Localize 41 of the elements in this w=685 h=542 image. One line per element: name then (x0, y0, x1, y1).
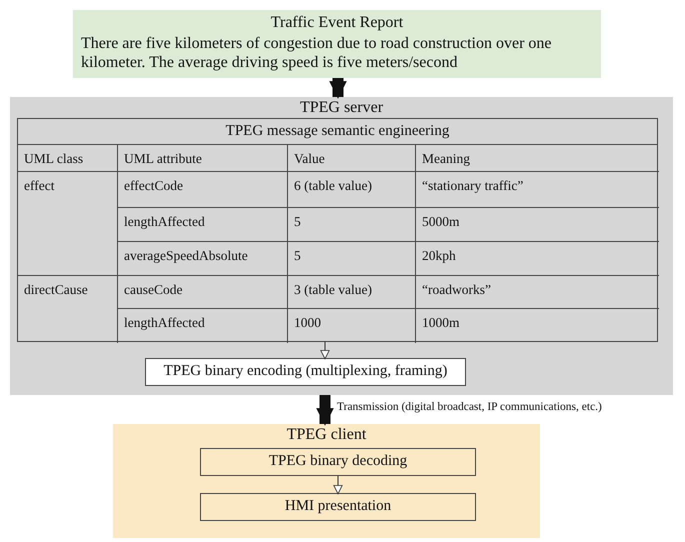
table-cell: effectCode (118, 172, 288, 208)
table-cell: 5000m (416, 208, 659, 242)
table-cell: “roadworks” (416, 276, 659, 309)
table (17, 118, 658, 342)
arrow (333, 476, 343, 494)
table-cell: “stationary traffic” (416, 172, 659, 208)
table-cell: averageSpeedAbsolute (118, 242, 288, 276)
edge-label: Transmission (digital broadcast, IP communications, etc.) (337, 400, 602, 412)
table-cell: 5 (288, 242, 416, 276)
process-box (73, 10, 601, 78)
table-cell: effect (18, 172, 118, 276)
column-header: UML attribute (118, 145, 288, 172)
box-label: TPEG binary decoding (268, 453, 408, 470)
block-arrow (329, 78, 347, 99)
heading: Traffic Event Report (270, 14, 404, 32)
box-label: HMI presentation (284, 498, 392, 515)
process-box (145, 358, 466, 386)
table-cell: lengthAffected (118, 208, 288, 242)
heading: TPEG server (298, 99, 384, 117)
column-header: Meaning (416, 145, 659, 172)
heading: TPEG client (286, 426, 368, 444)
description-text: There are five kilometers of congestion due to road construction over one kilometer. The average driving speed is five meters/second (81, 34, 552, 72)
block-arrow (316, 395, 334, 426)
table-cell: 20kph (416, 242, 659, 276)
process-box (200, 493, 476, 521)
table-cell: 5 (288, 208, 416, 242)
heading: TPEG message semantic engineering (18, 119, 657, 145)
table-cell: 3 (table value) (288, 276, 416, 309)
table-cell: 6 (table value) (288, 172, 416, 208)
column-header: Value (288, 145, 416, 172)
column-header: UML class (18, 145, 118, 172)
process-box (200, 448, 476, 476)
table-cell: lengthAffected (118, 309, 288, 343)
arrow (320, 342, 330, 360)
table-cell: directCause (18, 276, 118, 343)
group-panel (10, 97, 673, 395)
table-cell: causeCode (118, 276, 288, 309)
table-cell: 1000 (288, 309, 416, 343)
box-label: TPEG binary encoding (multiplexing, framing) (162, 363, 448, 380)
group-panel (113, 424, 540, 538)
table-cell-text: 1000m (421, 314, 461, 332)
